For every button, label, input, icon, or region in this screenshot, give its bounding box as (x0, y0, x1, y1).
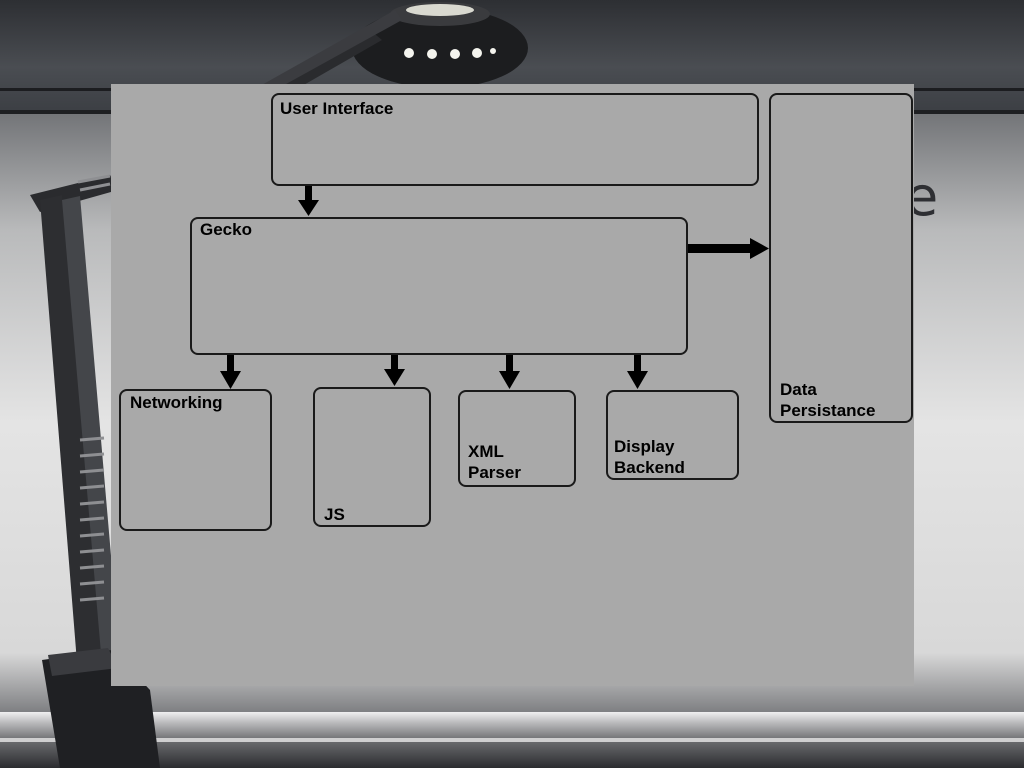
arrow-gecko-to-xml-parser (499, 355, 520, 389)
data-persistance-box (769, 93, 913, 423)
js-label: JS (324, 505, 345, 524)
networking-label: Networking (130, 393, 223, 412)
user-interface-box (271, 93, 759, 186)
display-backend-label: Display Backend (614, 437, 685, 477)
arrow-gecko-to-data-persistance (688, 238, 769, 259)
data-persistance-label: Data Persistance (780, 380, 876, 420)
xml-parser-box (458, 390, 576, 487)
arrow-gecko-to-networking (220, 355, 241, 389)
js-box (313, 387, 431, 527)
arrow-gecko-to-display-backend (627, 355, 648, 389)
user-interface-label: User Interface (280, 99, 394, 118)
networking-box (119, 389, 272, 531)
gecko-label: Gecko (200, 220, 252, 239)
arrow-ui-to-gecko (298, 186, 319, 216)
slide-rule (0, 738, 1024, 742)
xml-parser-label: XML Parser (468, 442, 521, 482)
arrow-gecko-to-js (384, 355, 405, 386)
gecko-box (190, 217, 688, 355)
display-backend-box (606, 390, 739, 480)
